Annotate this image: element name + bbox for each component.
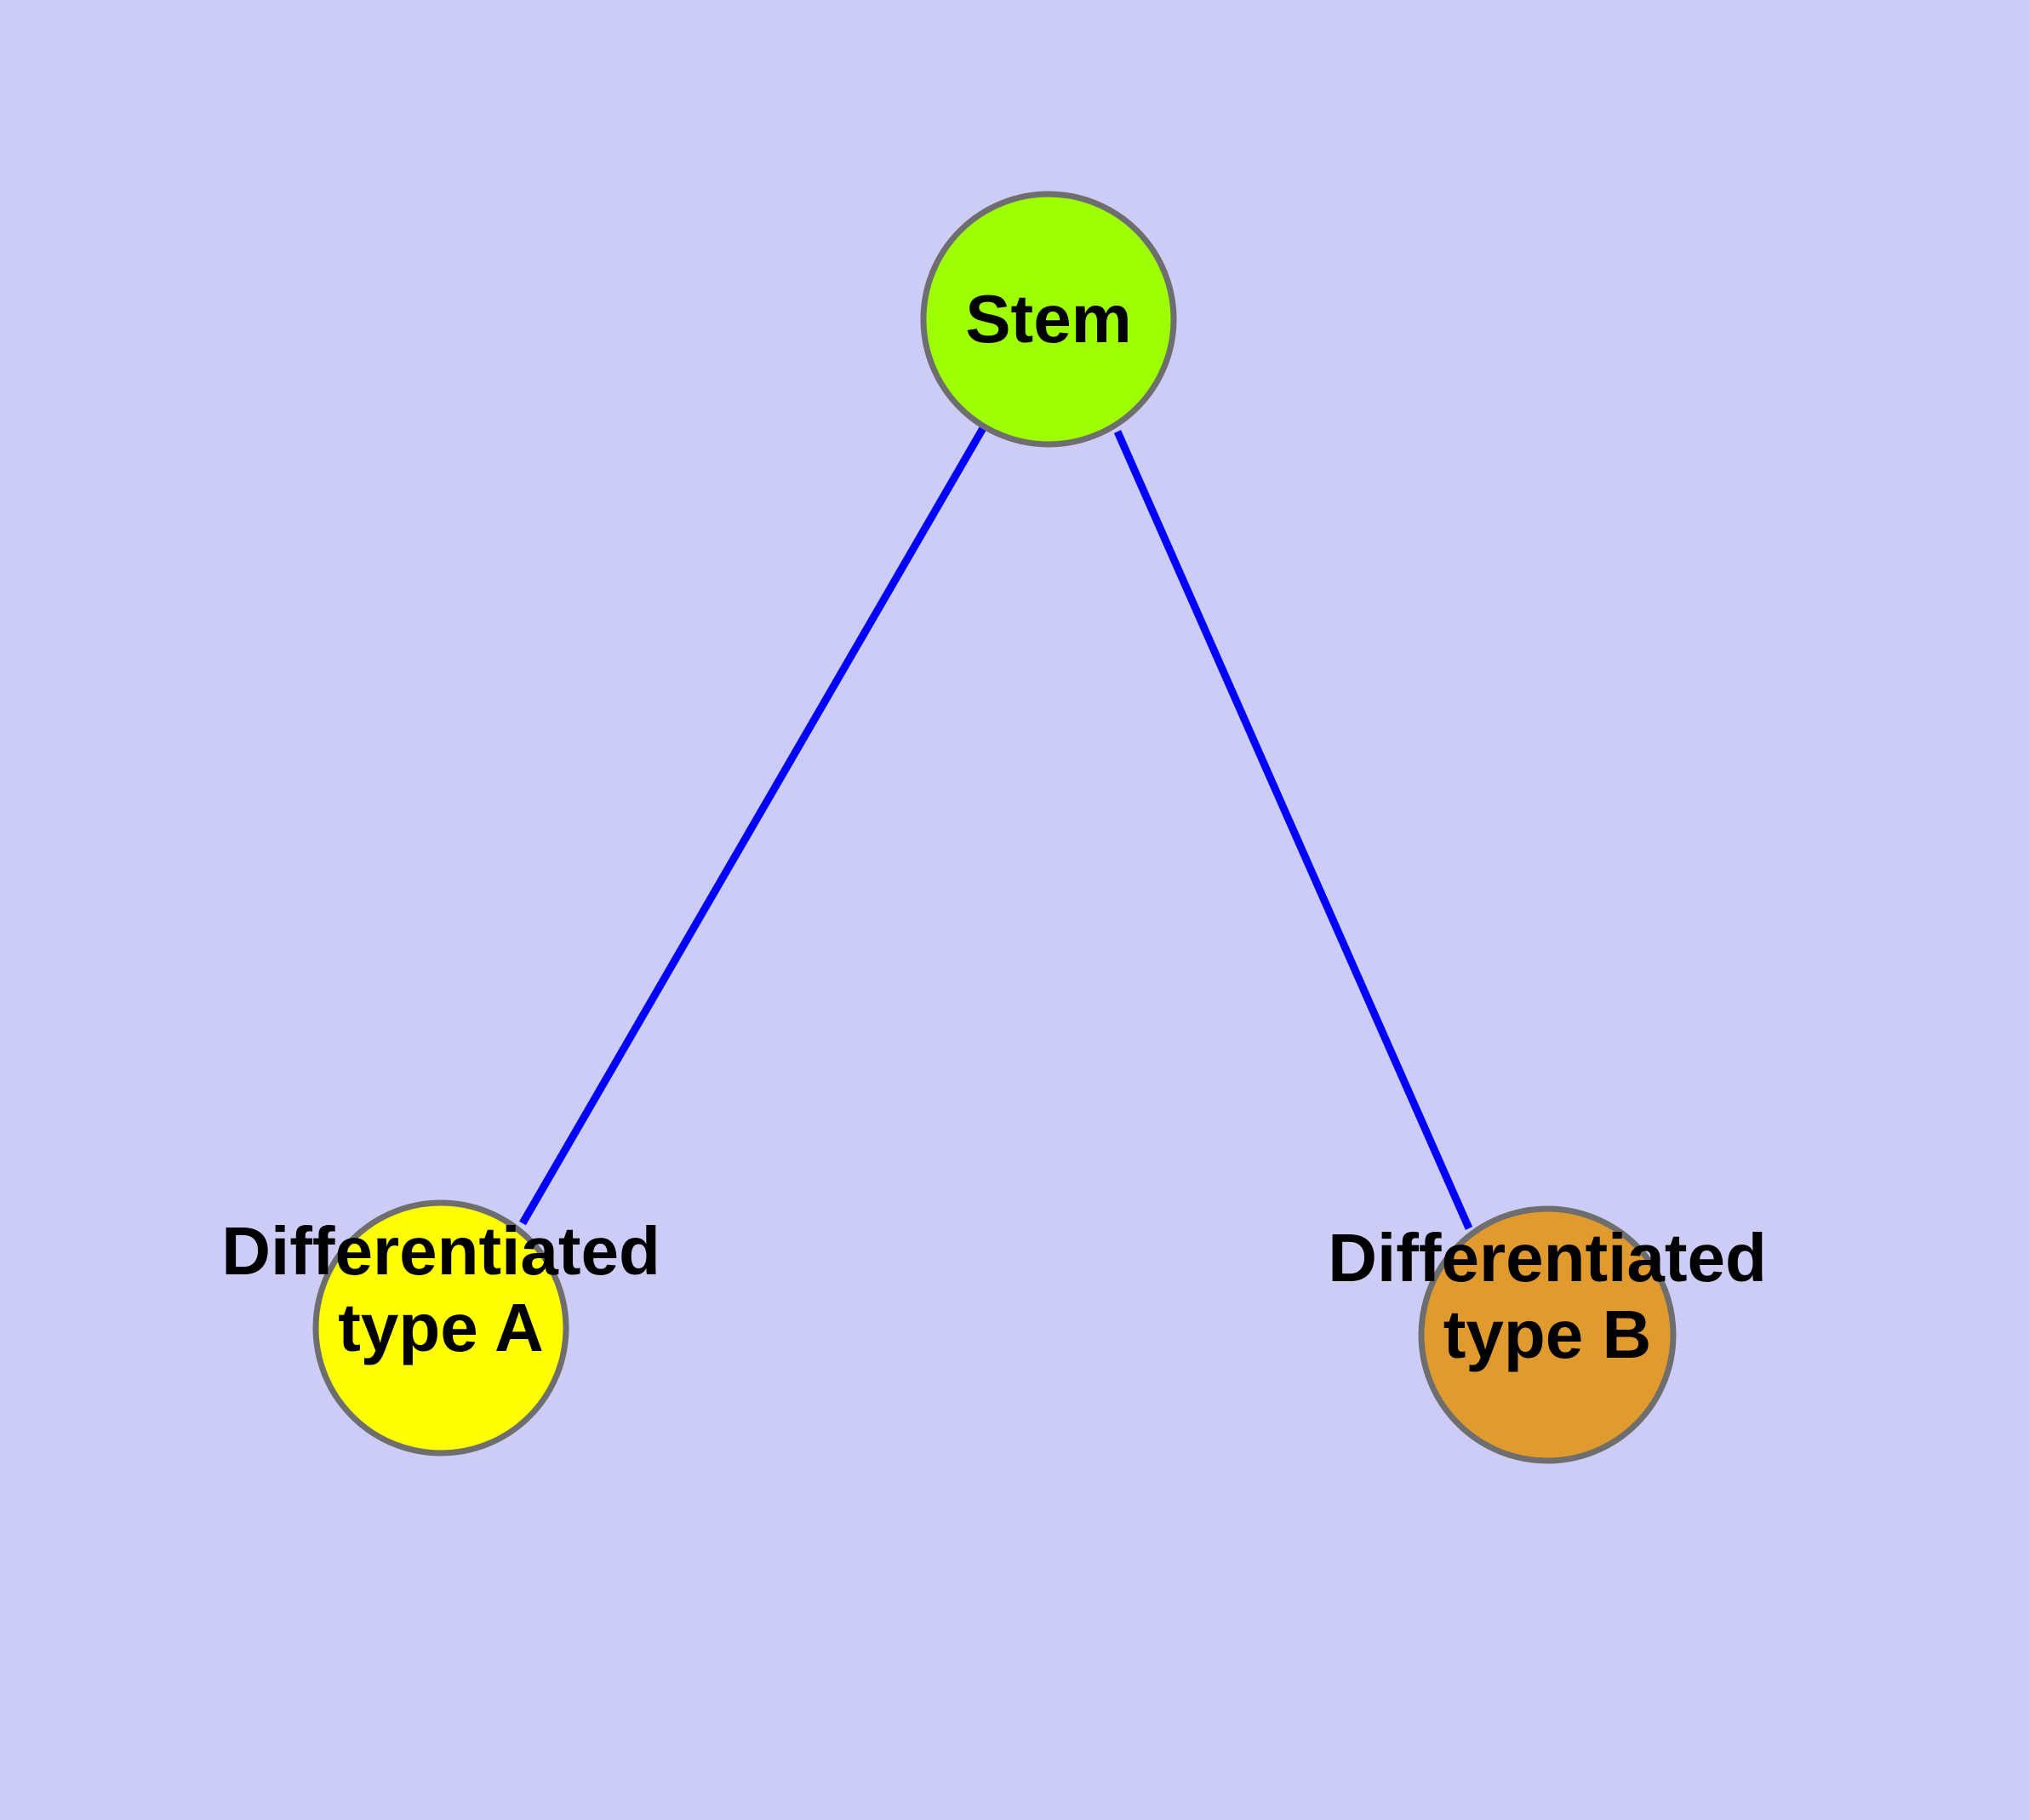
node-circle-stem[interactable] — [920, 191, 1177, 448]
node-circle-diff-a[interactable] — [312, 1199, 569, 1457]
edge-layer — [519, 426, 1473, 1230]
edge-stem-to-diff-b — [1113, 430, 1473, 1230]
edge-stem-to-diff-a — [519, 426, 986, 1226]
node-circle-diff-b[interactable] — [1418, 1205, 1677, 1464]
node-layer — [312, 191, 1677, 1464]
